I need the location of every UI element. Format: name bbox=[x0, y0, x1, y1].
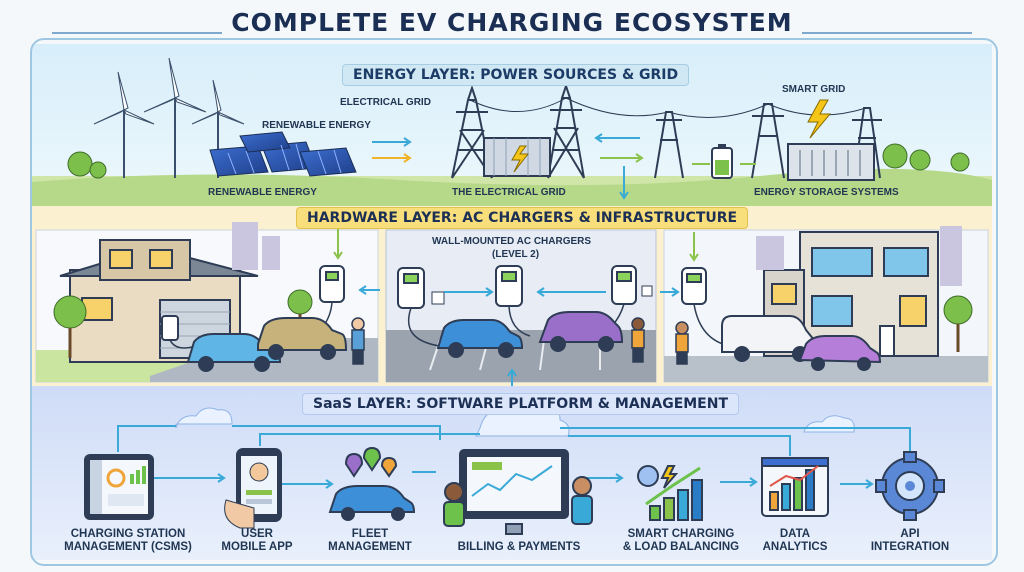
transformer bbox=[483, 137, 551, 177]
energy-storage-container bbox=[787, 143, 875, 181]
label-renewable-energy-bottom: RENEWABLE ENERGY bbox=[208, 187, 317, 198]
label-energy-storage: ENERGY STORAGE SYSTEMS bbox=[754, 187, 899, 198]
tablet-dashboard-icon bbox=[84, 454, 154, 520]
label-smart-grid: SMART GRID bbox=[782, 84, 846, 95]
battery-icon bbox=[711, 144, 733, 179]
caption-mobile-app-line2: MOBILE APP bbox=[221, 541, 293, 553]
caption-fleet-line1: FLEET bbox=[351, 528, 389, 540]
smartphone-icon bbox=[224, 448, 282, 529]
caption-mobile-app: USER MOBILE APP bbox=[212, 528, 302, 554]
caption-api-line1: API bbox=[900, 528, 920, 540]
title-rule-left bbox=[52, 32, 222, 34]
label-electrical-grid-bottom: THE ELECTRICAL GRID bbox=[452, 187, 566, 198]
wind-turbines bbox=[93, 57, 245, 178]
energy-layer-banner: ENERGY LAYER: POWER SOURCES & GRID bbox=[342, 64, 690, 86]
outer-frame bbox=[30, 38, 998, 566]
caption-csms-line2: MANAGEMENT (CSMS) bbox=[64, 541, 192, 553]
city-silhouettes bbox=[232, 222, 962, 286]
energy-flow-arrows bbox=[372, 133, 756, 200]
caption-csms: CHARGING STATION MANAGEMENT (CSMS) bbox=[58, 528, 198, 554]
caption-billing-line1: BILLING & PAYMENTS bbox=[457, 541, 581, 553]
gear-icon bbox=[875, 451, 945, 521]
caption-data-analytics-line1: DATA bbox=[779, 528, 811, 540]
caption-smart-charging-line2: & LOAD BALANCING bbox=[622, 541, 740, 553]
electric-cars bbox=[186, 311, 882, 372]
fleet-car-icon bbox=[328, 446, 416, 521]
smart-charging-icon bbox=[637, 465, 703, 521]
saas-layer-banner: SaaS LAYER: SOFTWARE PLATFORM & MANAGEME… bbox=[302, 393, 740, 415]
caption-data-analytics: DATA ANALYTICS bbox=[750, 528, 840, 554]
label-level-2: (LEVEL 2) bbox=[492, 249, 540, 260]
solar-panels bbox=[209, 131, 357, 177]
caption-data-analytics-line2: ANALYTICS bbox=[762, 541, 828, 553]
page-title: COMPLETE EV CHARGING ECOSYSTEM bbox=[231, 8, 793, 37]
saas-connectors bbox=[117, 425, 911, 489]
caption-mobile-app-line1: USER bbox=[241, 528, 273, 540]
caption-fleet-line2: MANAGEMENT bbox=[328, 541, 412, 553]
label-renewable-energy-top: RENEWABLE ENERGY bbox=[262, 120, 371, 131]
energy-trees bbox=[67, 143, 970, 179]
analytics-chart-icon bbox=[761, 457, 829, 517]
power-pylons bbox=[451, 82, 882, 179]
people bbox=[351, 317, 689, 365]
label-wall-mounted-chargers: WALL-MOUNTED AC CHARGERS bbox=[432, 236, 592, 247]
caption-smart-charging: SMART CHARGING & LOAD BALANCING bbox=[606, 528, 756, 554]
wall-chargers bbox=[161, 265, 895, 357]
caption-fleet: FLEET MANAGEMENT bbox=[320, 528, 420, 554]
label-electrical-grid: ELECTRICAL GRID bbox=[340, 97, 431, 108]
caption-api-integration: API INTEGRATION bbox=[858, 528, 962, 554]
caption-api-line2: INTEGRATION bbox=[870, 541, 950, 553]
caption-billing: BILLING & PAYMENTS bbox=[444, 541, 594, 554]
billing-monitor-icon bbox=[443, 449, 593, 535]
lightning-icon bbox=[807, 99, 832, 139]
caption-smart-charging-line1: SMART CHARGING bbox=[627, 528, 735, 540]
title-rule-right bbox=[802, 32, 972, 34]
caption-csms-line1: CHARGING STATION bbox=[70, 528, 186, 540]
hardware-layer-banner: HARDWARE LAYER: AC CHARGERS & INFRASTRUC… bbox=[296, 207, 749, 229]
